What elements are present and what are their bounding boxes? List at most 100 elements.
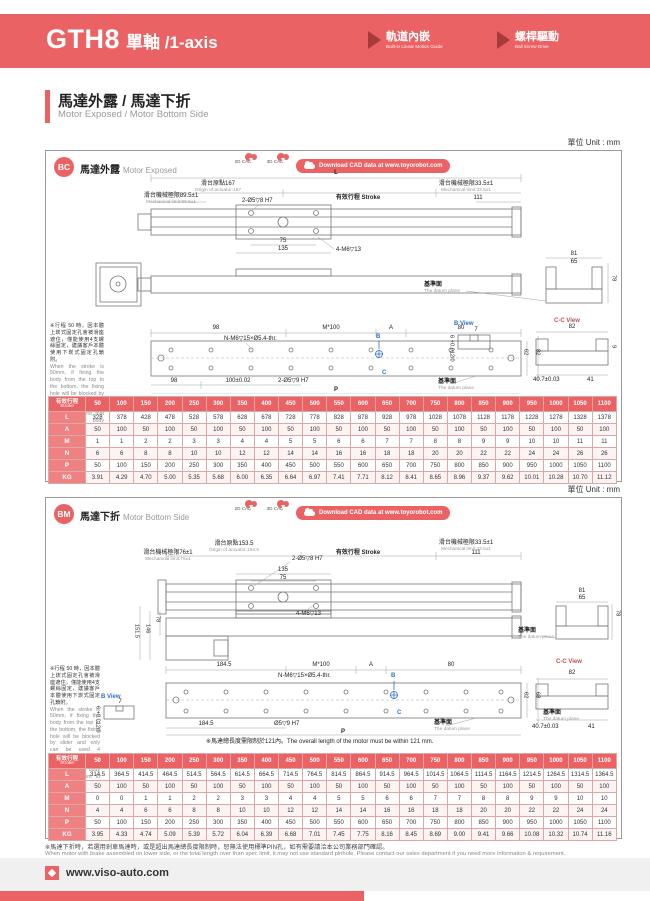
dim-cell: 850 [470,459,497,472]
dim-cell: 378 [109,411,135,424]
dim-cell: 1100 [591,459,618,472]
stroke-col-header: 1000 [543,396,569,412]
dim-cell: 5 [326,792,352,805]
dim-cell: 14 [350,804,376,817]
dim-cell: 6.39 [253,828,280,841]
dim-cell: 18 [374,447,400,460]
dim-cell: 8 [470,792,497,805]
dim-cell: 10 [543,435,569,448]
stroke-col-header: 600 [350,396,376,412]
dim-cell: 5.09 [157,828,183,841]
dim-cell: 100 [446,423,473,436]
dim-cell: 350 [229,816,255,829]
dim-cell: 18 [398,447,424,460]
dim-cell: 450 [277,459,304,472]
dim-cell: 100 [398,423,424,436]
dim-cell: 100 [446,780,473,793]
dim-cell: 1264.5 [543,768,569,781]
stroke-col-header: 1100 [591,753,618,769]
cad-3d-button[interactable]: 3D CAD [266,158,285,164]
dim-cell: 1214.5 [519,768,545,781]
dim-cell: 1364.5 [591,768,618,781]
motor-length-note: ※馬達總長度需限制於121內。The overall length of the… [206,739,434,745]
thread-spec-label: N-M6▽15×Ø5.4-thr. [278,673,331,679]
dim-cell: 5 [277,435,304,448]
dim-cell: 1114.5 [470,768,497,781]
dim-cell: 50 [374,423,400,436]
product-model: GTH8 [46,24,121,54]
dim-cell: 664.5 [253,768,280,781]
section-accent-bar [45,90,50,123]
download-cad-link[interactable]: Download CAD data at www.toyorobot.com [296,506,451,520]
dim-cell: 914.5 [374,768,400,781]
cc-41-label: 41 [587,377,594,383]
dim-cell: 50 [84,780,111,793]
dim-cell: 364.5 [109,768,135,781]
download-cad-link[interactable]: Download CAD data at www.toyorobot.com [296,159,451,173]
dim-cell: 628 [229,411,255,424]
dim-cell: 100 [253,423,280,436]
dim-cell: 750 [422,459,448,472]
dim-cell: 700 [398,816,424,829]
row-label: P [48,816,86,829]
dim-cell: 728 [277,411,304,424]
dim-cell: 4 [253,435,280,448]
dim-cell: 50 [133,423,159,436]
dim-cell: 18 [422,804,448,817]
dim-cell: 250 [181,816,207,829]
dim-cell: 5.00 [157,471,183,484]
dim-135-label: 135 [277,246,289,252]
cad-2d-button[interactable]: 2D CAD [234,505,253,511]
dim-cell: 14 [326,804,352,817]
dim-L-label: L [334,170,338,176]
dim-cell: 578 [205,411,231,424]
dim-cell: 828 [326,411,352,424]
dim-78v-label: 78 [154,616,161,623]
stroke-col-header: 550 [326,396,352,412]
dim-cell: 1 [84,435,111,448]
cad-2d-button[interactable]: 2D CAD [234,158,253,164]
dim-cell: 500 [302,816,328,829]
dim-65-label: 65 [570,259,578,265]
screw-spec-label: 4-M6▽13 [336,247,361,253]
dim-cell: 100 [543,780,569,793]
company-website[interactable]: www.viso-auto.com [66,867,169,879]
dim-cell: 20 [422,447,448,460]
stroke-col-header: 400 [253,753,280,769]
dim-cell: 5.68 [205,471,231,484]
top-hole-spec-label: 2-Ø5▽8 H7 [242,198,273,204]
pitch-label: M*100 [312,662,330,668]
dim-A-label: A [368,662,374,668]
stroke-col-header: 550 [326,753,352,769]
dim-1845b-label: 184.5 [198,721,214,727]
footnote-en: When motor with brake assembled on lower… [45,851,566,857]
dim-cell: 2 [133,435,159,448]
dim-cell: 8.41 [398,471,424,484]
dim-cell: 10.74 [567,828,593,841]
dim-cell: 8 [157,447,183,460]
dim-cell: 450 [277,816,304,829]
cc-9-label: 9 [610,345,617,349]
stroke-col-header: 800 [446,753,473,769]
dim-cell: 7 [374,435,400,448]
dim-cell: 6.97 [302,471,328,484]
stroke-col-header: 50 [84,396,111,412]
dim-cell: 878 [350,411,376,424]
dim-cell: 428 [133,411,159,424]
dim-cell: 2 [181,792,207,805]
cc-407-label: 40.7±0.03 [532,724,559,730]
dim-cell: 50 [470,780,497,793]
cad-3d-button[interactable]: 3D CAD [266,505,285,511]
dim-cell: 3 [181,435,207,448]
dim-cell: 9 [495,435,521,448]
stroke-col-header: 50 [84,753,111,769]
dim-62-label: 62 [522,349,529,356]
